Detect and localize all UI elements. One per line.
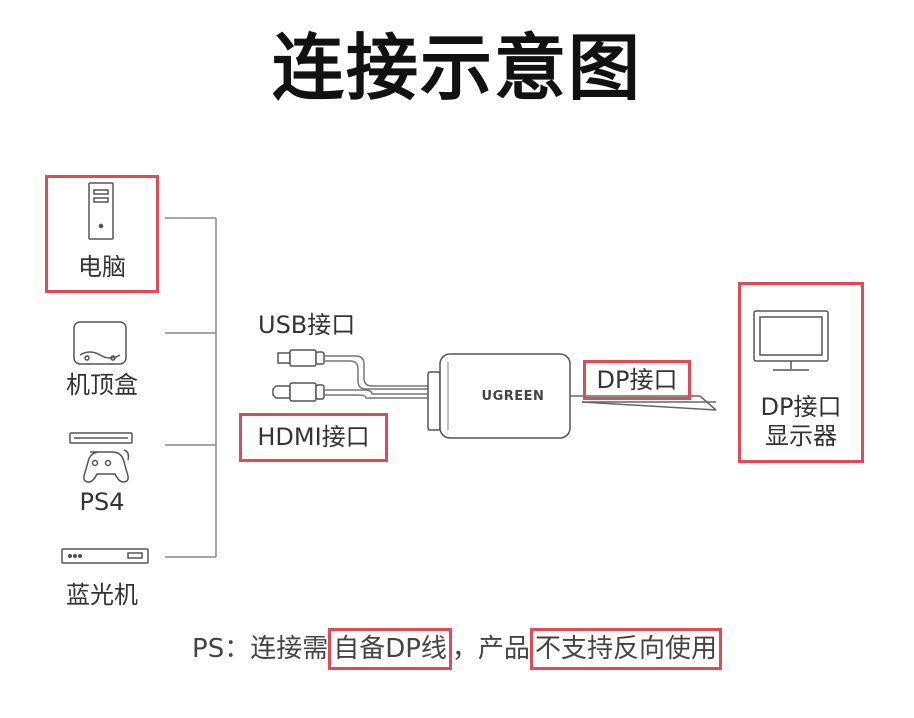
settop-label: 机顶盒 (66, 371, 138, 399)
computer-highlight-box (45, 175, 159, 293)
usb-plug-icon (277, 349, 325, 367)
page-title: 连接示意图 (271, 26, 642, 110)
set-top-box-icon (73, 321, 127, 365)
footer-highlight-no-reverse: 不支持反向使用 (529, 628, 722, 670)
dp-port-label: DP接口 (596, 366, 678, 394)
ps4-label: PS4 (79, 488, 125, 516)
dp-cable (570, 395, 717, 411)
hdmi-plug-icon (272, 382, 325, 402)
device-bracket-lines (165, 217, 217, 558)
dp-highlight-box (583, 360, 691, 400)
usb-port-label: USB接口 (258, 311, 356, 339)
monitor-icon (753, 310, 829, 371)
hdmi-port-label: HDMI接口 (257, 423, 370, 451)
ugreen-adapter (427, 353, 571, 439)
footer-highlight-own-cable: 自备DP线 (328, 628, 452, 670)
monitor-label-line2: 显示器 (765, 422, 837, 450)
footer-note: PS：连接需自备DP线，产品不支持反向使用 (0, 628, 914, 670)
bluray-label: 蓝光机 (66, 581, 138, 609)
computer-icon (88, 182, 114, 240)
ps4-icon (69, 432, 133, 483)
monitor-label-line1: DP接口 (760, 393, 842, 421)
footer-middle: ，产品 (451, 634, 530, 664)
monitor-highlight-box (738, 282, 864, 463)
adapter-brand-label: UGREEN (482, 389, 545, 404)
bluray-icon (61, 548, 149, 564)
footer-prefix: PS：连接需 (192, 634, 329, 664)
hdmi-highlight-box (239, 413, 388, 462)
cables (324, 355, 432, 399)
computer-label: 电脑 (78, 253, 126, 281)
